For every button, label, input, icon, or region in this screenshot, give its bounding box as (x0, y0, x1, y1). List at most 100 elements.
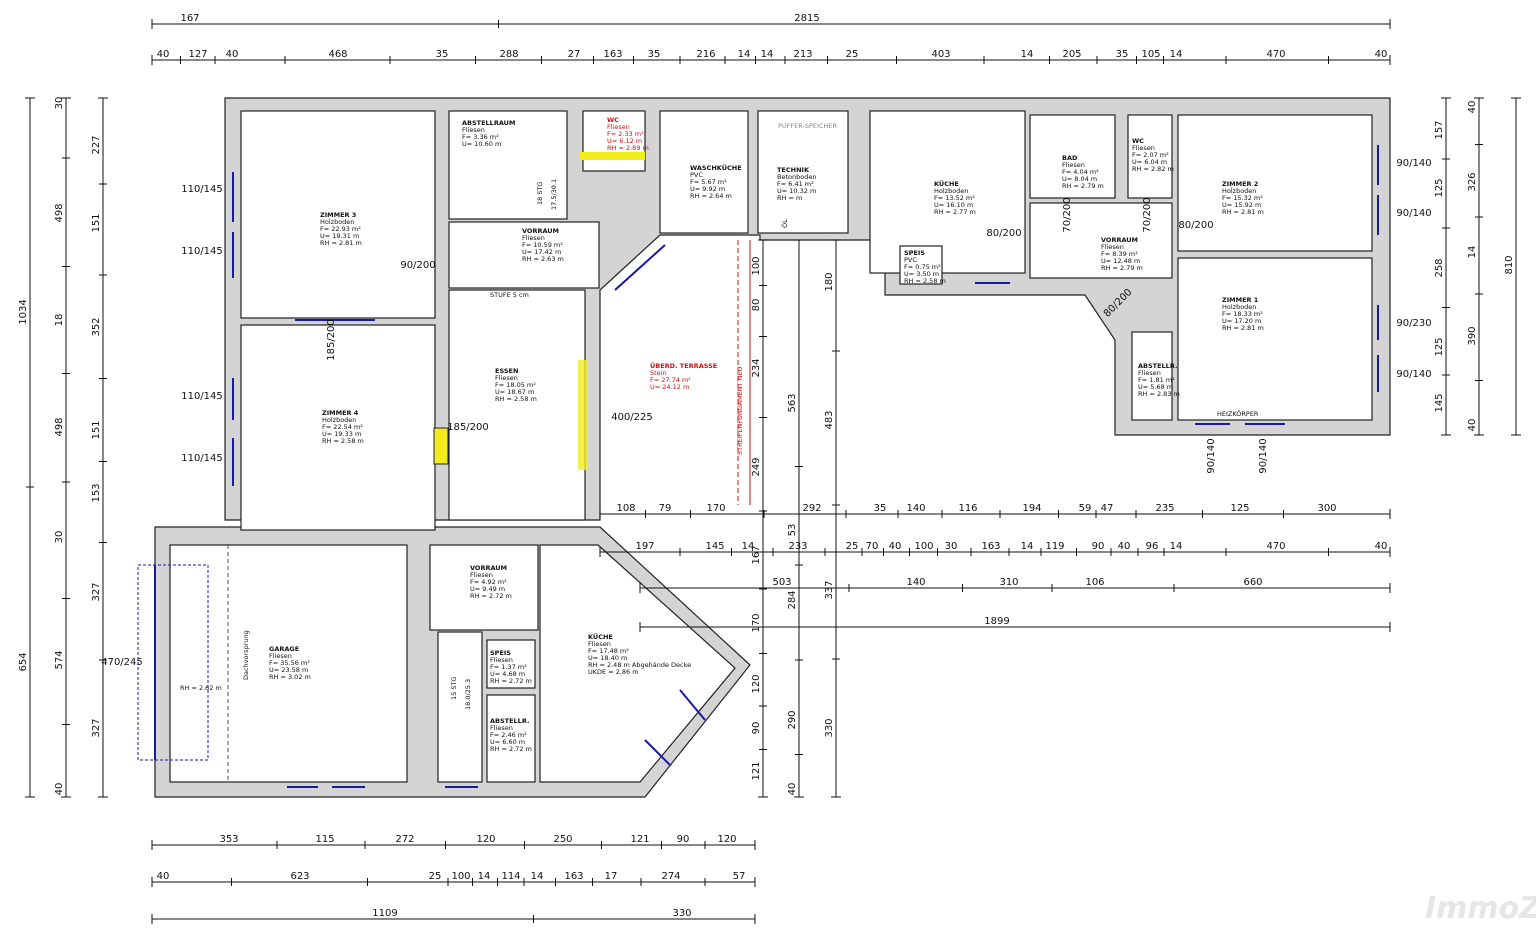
room-info: F= 2.33 m² (607, 130, 644, 138)
opening-size: 90/140 (1258, 438, 1269, 473)
room-info: Holzboden (322, 416, 356, 424)
room-abstellr-lower (486, 694, 536, 783)
dim-left3-label: 153 (91, 483, 102, 502)
dim-vert2-label: 563 (787, 393, 798, 412)
garage-door (137, 564, 209, 761)
room-info: Fliesen (462, 126, 485, 134)
dim-bottom2-label: 163 (564, 871, 583, 882)
room-name: ÜBERD. TERRASSE (650, 361, 717, 370)
dim-top2-label: 40 (226, 49, 239, 60)
room-abstellraum (448, 110, 568, 220)
dim-right1-label: 125 (1434, 178, 1445, 197)
dim-mid2-label: 197 (635, 541, 654, 552)
dim-vert1-label: 120 (751, 674, 762, 693)
room-info: Fliesen (1101, 243, 1124, 251)
opening-size: 110/145 (181, 246, 223, 257)
stairs-lower-count: 15 STG (450, 677, 458, 700)
room-info: RH = 2.58 m (904, 277, 946, 285)
buffer-tank-label: PUFFER-SPEICHER (778, 122, 837, 130)
dim-top2-label: 163 (603, 49, 622, 60)
dim-top2-label: 35 (1116, 49, 1129, 60)
room-info: UKDE = 2,86 m (588, 668, 639, 676)
room-stairs-lower (437, 631, 483, 783)
opening-size: 185/200 (447, 422, 489, 433)
dim-mid3-label: 660 (1243, 577, 1262, 588)
dim-right1-label: 258 (1434, 258, 1445, 277)
room-info: RH = m (777, 194, 802, 202)
room-info: RH = 2.89 m (607, 144, 649, 152)
dim-bottom1-label: 353 (219, 834, 238, 845)
opening-size: 185/200 (326, 319, 337, 361)
room-info: U= 8.04 m (1062, 175, 1097, 183)
dim-left3-label: 227 (91, 135, 102, 154)
dim-mid3-label: 310 (999, 577, 1018, 588)
room-name: WASCHKÜCHE (690, 163, 742, 172)
dim-top2-label: 216 (696, 49, 715, 60)
dachvorsprung-note: Dachvorsprung (242, 630, 250, 680)
dim-bottom2-label: 17 (605, 871, 618, 882)
dim-right3-label: 810 (1504, 255, 1515, 274)
room-info: F= 2.07 m² (1132, 151, 1169, 159)
room-info: F= 6.41 m² (777, 180, 814, 188)
room-essen (448, 289, 586, 521)
window (644, 739, 671, 766)
step-note: STUFE 5 cm (490, 291, 529, 299)
room-info: Holzboden (1222, 303, 1256, 311)
room-terrasse (605, 240, 760, 505)
dim-bottom3-label: 1109 (372, 908, 397, 919)
dim-mid2-label: 145 (705, 541, 724, 552)
room-name: BAD (1062, 154, 1078, 162)
room-info: Fliesen (269, 652, 292, 660)
dim-mid1-label: 194 (1022, 503, 1041, 514)
dim-mid2-label: 25 (846, 541, 859, 552)
dim-mid1-label: 116 (958, 503, 977, 514)
dim-mid2-label: 40 (1118, 541, 1131, 552)
room-info: U= 3.50 m (904, 270, 939, 278)
dim-mid2-label: 90 (1092, 541, 1105, 552)
opening-size: 90/140 (1396, 208, 1431, 219)
opening-size: 110/145 (181, 391, 223, 402)
radiator-label: HEIZKÖRPER (1217, 409, 1259, 418)
room-info: PVC (904, 256, 917, 264)
dim-mid2-label: 14 (1170, 541, 1183, 552)
dim-mid2-label: 119 (1045, 541, 1064, 552)
dim-mid2-label: 233 (788, 541, 807, 552)
dim-left3-label: 352 (91, 317, 102, 336)
room-info: F= 17.48 m² (588, 647, 629, 655)
opening-size: 400/225 (611, 412, 653, 423)
dim-mid2-label: 14 (742, 541, 755, 552)
room-info: Stein (650, 369, 667, 377)
room-info: RH = 2.79 m (1062, 182, 1104, 190)
room-name: KÜCHE (588, 632, 613, 641)
room-name: ESSEN (495, 367, 518, 375)
dim-left2-label: 18 (54, 314, 65, 327)
dim-left3-label: 151 (91, 213, 102, 232)
dim-bottom1-label: 272 (395, 834, 414, 845)
room-name: GARAGE (269, 645, 299, 653)
dim-top2-label: 25 (846, 49, 859, 60)
room-info: U= 6.04 m (1132, 158, 1167, 166)
room-waschkueche (659, 110, 749, 234)
room-info: Fliesen (1138, 369, 1161, 377)
room-speis-upper (899, 245, 943, 285)
room-info: Fliesen (607, 123, 630, 131)
dim-bottom2-label: 57 (733, 871, 746, 882)
dim-mid3-label: 503 (772, 577, 791, 588)
dim-mid4-label: 1899 (984, 616, 1009, 627)
dim-right2-label: 326 (1467, 172, 1478, 191)
dim-mid1-label: 300 (1317, 503, 1336, 514)
room-name: ZIMMER 1 (1222, 296, 1259, 304)
opening-size: 90/230 (1396, 318, 1431, 329)
dim-mid1-label: 108 (616, 503, 635, 514)
dim-vert2-label: 53 (787, 524, 798, 537)
dim-mid2-label: 30 (945, 541, 958, 552)
room-info: RH = 2.77 m (934, 208, 976, 216)
